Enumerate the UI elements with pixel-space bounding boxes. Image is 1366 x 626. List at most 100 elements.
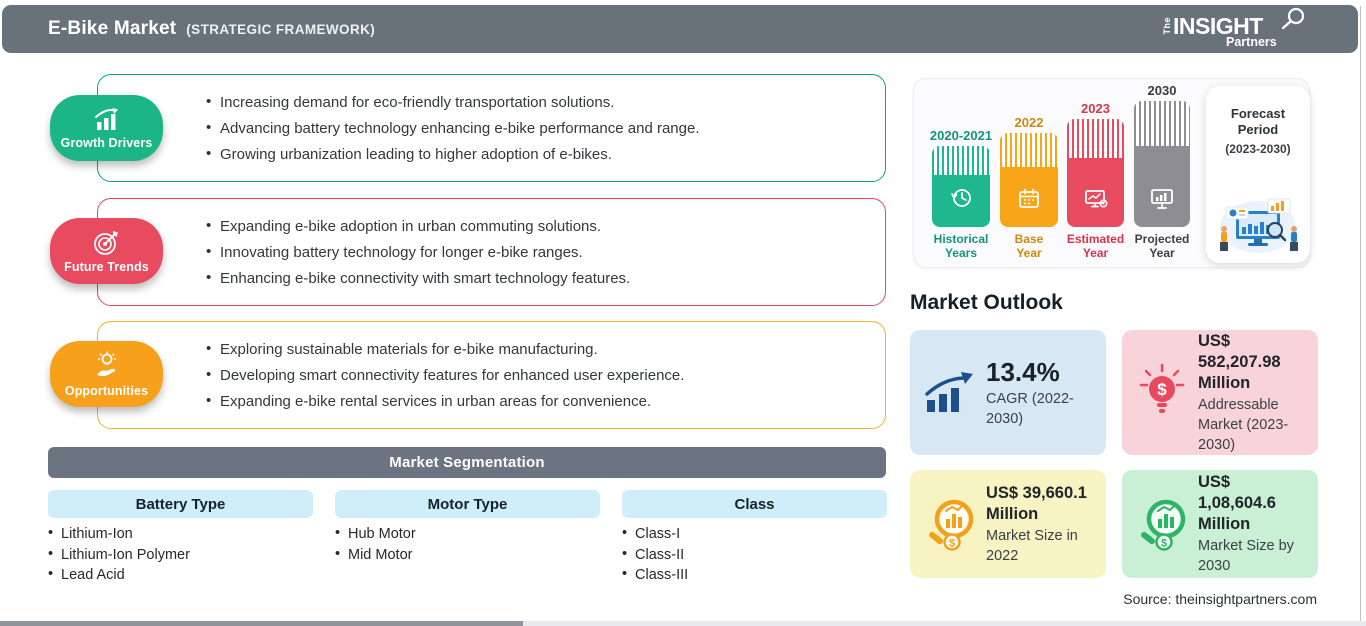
list-item: Class-II [622,544,887,566]
page-subtitle: (STRATEGIC FRAMEWORK) [186,21,376,37]
badge-label: Opportunities [64,383,149,398]
market-size-2030-card: $ US$ 1,08,604.6 Million Market Size by … [1122,470,1318,578]
bar-year-label: 2020-2021 [929,128,993,143]
right-edge-divider [1360,6,1361,621]
magnifier-chart-icon: $ [1134,495,1190,553]
opportunities-box: Exploring sustainable materials for e-bi… [97,321,886,429]
logo-word-partners: Partners [1226,35,1277,49]
bar-caption-estimated: Estimated Year [1061,232,1130,260]
bullet-item: Innovating battery technology for longer… [206,243,885,261]
calendar-icon [1019,188,1039,208]
caption-line: Year [1149,245,1175,260]
svg-text:$: $ [949,538,955,550]
growth-drivers-box: Increasing demand for eco-friendly trans… [97,74,886,182]
svg-text:$: $ [1157,380,1167,399]
list-item: Class-III [622,564,887,586]
horizontal-scrollbar-track[interactable] [0,621,1366,626]
list-item: Class-I [622,523,887,545]
logo-word-insight: INSIGHT [1173,13,1263,39]
list-item: Lithium-Ion [48,523,313,545]
forecast-period-title: Forecast Period [1230,106,1286,137]
cagr-desc: CAGR (2022-2030) [986,390,1074,427]
growth-drivers-badge: Growth Drivers [50,95,163,161]
magnifier-icon [1281,7,1305,30]
caption-line: Historical [933,232,989,246]
research-timeline-panel: 2020-2021 2022 [913,78,1310,268]
segment-header-label: Battery Type [135,495,226,513]
bar-year-label: 2022 [1014,115,1044,130]
hand-lightbulb-icon [96,351,116,376]
market-size-2022-desc: Market Size in 2022 [986,527,1078,564]
market-size-2022-card: $ US$ 39,660.1 Million Market Size in 20… [910,470,1106,578]
source-attribution: Source: theinsightpartners.com [1123,591,1317,607]
history-clock-icon [951,189,971,207]
bullet-item: Enhancing e-bike connectivity with smart… [206,269,885,287]
addressable-market-card: $ US$ 582,207.98 Million Addressable Mar… [1122,330,1318,455]
list-item: Mid Motor [335,544,600,566]
bullet-item: Exploring sustainable materials for e-bi… [206,340,885,358]
caption-line: Years [944,245,978,260]
header-bar: E-Bike Market (STRATEGIC FRAMEWORK) The … [2,5,1358,53]
market-segmentation-title: Market Segmentation [389,454,545,471]
insight-partners-logo: The INSIGHT Partners [1162,7,1305,49]
bar-year-label: 2030 [1147,83,1177,98]
forecast-period-card: Forecast Period (2023-2030) [1206,86,1310,263]
analysts-illustration [1220,198,1298,253]
segment-header-label: Motor Type [427,495,508,513]
caption-line: Year [1082,245,1109,260]
bullet-item: Expanding e-bike adoption in urban commu… [206,217,885,235]
bullet-item: Growing urbanization leading to higher a… [206,145,885,163]
bullet-item: Expanding e-bike rental services in urba… [206,392,885,410]
badge-label: Future Trends [64,259,149,274]
segment-header-motor-type: Motor Type [335,490,600,518]
opportunities-badge: Opportunities [50,341,163,407]
caption-line: Year [1016,245,1042,260]
timeline-bar [932,146,990,227]
market-size-2030-value: US$ 1,08,604.6 Million [1198,473,1276,533]
svg-text:$: $ [1161,538,1167,550]
future-trends-badge: Future Trends [50,218,163,284]
market-size-2022-value: US$ 39,660.1 Million [986,483,1087,523]
motor-type-list: Hub Motor Mid Motor [335,523,600,566]
list-item: Lead Acid [48,564,313,586]
future-trends-box: Expanding e-bike adoption in urban commu… [97,198,886,306]
cagr-value: 13.4% [986,356,1060,387]
screen-chart-icon [1151,189,1173,209]
list-item: Hub Motor [335,523,600,545]
bar-caption-historical: Historical Years [924,232,998,260]
segment-header-class: Class [622,490,887,518]
segment-header-label: Class [734,495,775,513]
timeline-bar [1134,101,1190,227]
bar-chart-arrow-icon [94,107,118,130]
market-segmentation-bar: Market Segmentation [48,447,886,478]
bar-caption-projected: Projected Year [1130,232,1194,260]
market-size-2030-desc: Market Size by 2030 [1198,538,1294,574]
magnifier-chart-icon: $ [922,495,978,553]
target-dart-icon [93,230,118,255]
battery-type-list: Lithium-Ion Lithium-Ion Polymer Lead Aci… [48,523,313,586]
bullet-item: Advancing battery technology enhancing e… [206,119,885,137]
growth-chart-icon [922,370,978,416]
badge-label: Growth Drivers [60,135,153,150]
bullet-item: Increasing demand for eco-friendly trans… [206,93,885,111]
caption-line: Projected [1134,232,1190,246]
addressable-market-desc: Addressable Market (2023-2030) [1198,396,1289,453]
logo-word-the: The [1162,17,1172,35]
list-item: Lithium-Ion Polymer [48,544,313,566]
addressable-market-value: US$ 582,207.98 Million [1198,331,1281,392]
class-list: Class-I Class-II Class-III [622,523,887,586]
page-title: E-Bike Market [48,18,177,39]
caption-line: Estimated [1066,232,1125,246]
bulb-dollar-icon: $ [1134,363,1190,423]
monitor-gear-icon [1084,190,1107,208]
forecast-period-range: (2023-2030) [1225,142,1291,156]
horizontal-scrollbar-thumb[interactable] [0,621,523,626]
bullet-item: Developing smart connectivity features f… [206,366,885,384]
bar-year-label: 2023 [1081,101,1110,116]
timeline-bar [1067,119,1124,227]
bar-caption-base: Base Year [1000,232,1058,260]
segment-header-battery-type: Battery Type [48,490,313,518]
timeline-bar [1000,133,1058,227]
market-outlook-title: Market Outlook [910,291,1063,314]
